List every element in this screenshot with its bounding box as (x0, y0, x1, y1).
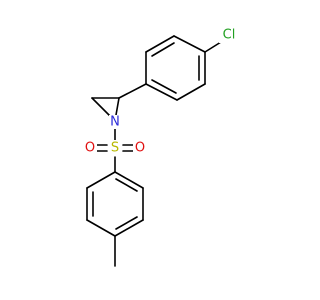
ring-double-bond (151, 79, 177, 94)
sulfonyl-group (96, 144, 134, 152)
aziridine-bond (115, 97, 120, 116)
ring-bond (114, 171, 144, 189)
ring-double-bond (115, 216, 138, 230)
ring-to-aziridine-bond (118, 83, 147, 99)
ring-bond (145, 35, 175, 53)
c-cl-bond (204, 41, 222, 53)
chlorine-atom-label: Cl (223, 28, 236, 43)
aziridine-ring (91, 83, 147, 118)
sulfur-atom-label: S (111, 141, 119, 156)
oxygen-atom-label-right: O (135, 141, 145, 156)
molecule-structure: Cl N S O O (84, 27, 239, 267)
atom-labels: Cl N S O O (84, 27, 239, 156)
structure-canvas: Cl N S O O (84, 27, 239, 267)
ring-double-bond (115, 178, 138, 192)
nitrogen-atom-label: N (110, 115, 120, 130)
ring-bond (86, 171, 116, 189)
chlorophenyl-ring (145, 35, 222, 101)
oxygen-atom-label-left: O (85, 141, 95, 156)
tolyl-ring (86, 171, 144, 267)
ring-bond (114, 219, 144, 237)
ring-double-bond (151, 42, 175, 57)
aziridine-bond (91, 97, 112, 118)
ring-bond (173, 35, 206, 53)
ring-bond (86, 219, 116, 237)
ring-bond (176, 83, 206, 101)
ring-bond (145, 83, 178, 101)
